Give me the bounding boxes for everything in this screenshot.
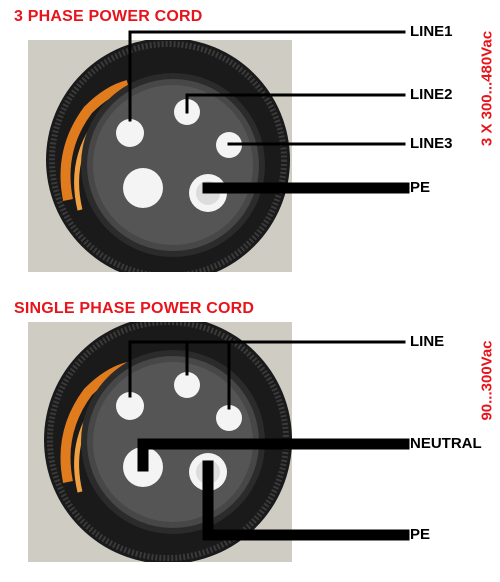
- three-phase-connector-illustration: [28, 40, 292, 272]
- pe-label-three-phase: PE: [410, 179, 431, 196]
- single-phase-title: SINGLE PHASE POWER CORD: [14, 300, 255, 317]
- line1-label: LINE1: [410, 23, 453, 40]
- line3-label: LINE3: [410, 135, 453, 152]
- single-phase-connector-photo: [28, 322, 292, 562]
- three-phase-connector-photo: [28, 40, 292, 272]
- three-phase-title: 3 PHASE POWER CORD: [14, 8, 203, 25]
- line-label: LINE: [410, 333, 445, 350]
- single-phase-connector-illustration: [28, 322, 292, 562]
- line2-label: LINE2: [410, 86, 453, 103]
- single-phase-voltage-label: 90...300Vac: [478, 340, 496, 421]
- three-phase-voltage-label: 3 X 300...480Vac: [478, 30, 496, 147]
- neutral-label: NEUTRAL: [410, 435, 482, 452]
- pe-label-single-phase: PE: [410, 526, 431, 543]
